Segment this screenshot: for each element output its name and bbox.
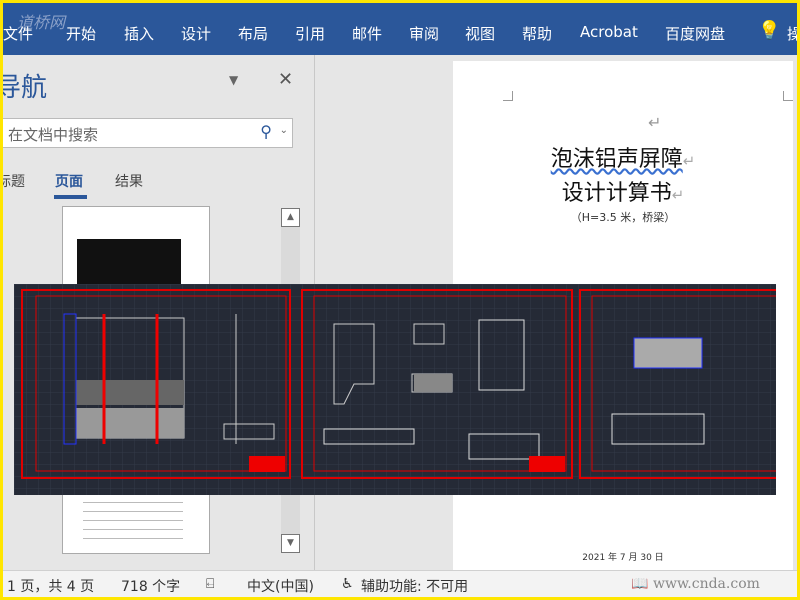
search-input[interactable]: 在文档中搜索 ⚲ ⌄ — [3, 118, 293, 148]
lightbulb-icon[interactable]: 💡 — [758, 20, 781, 41]
margin-mark — [783, 91, 793, 101]
doc-subtitle: （H=3.5 米，桥梁） — [570, 211, 676, 224]
search-placeholder: 在文档中搜索 — [8, 126, 99, 144]
chevron-down-icon[interactable]: ⌄ — [279, 125, 288, 136]
tab-home[interactable]: 开始 — [66, 25, 97, 43]
tab-references[interactable]: 引用 — [295, 25, 326, 43]
tab-review[interactable]: 审阅 — [409, 25, 440, 43]
proofing-icon[interactable]: ⍇ — [206, 576, 215, 592]
tab-help[interactable]: 帮助 — [522, 25, 553, 43]
site-watermark-url: www.cnda.com — [653, 576, 760, 592]
language[interactable]: 中文(中国) — [247, 579, 314, 595]
tab-headings[interactable]: 标题 — [3, 174, 25, 190]
search-icon[interactable]: ⚲ — [260, 122, 272, 141]
margin-mark — [503, 91, 513, 101]
active-tab-indicator — [54, 195, 87, 199]
word-count[interactable]: 718 个字 — [121, 579, 181, 595]
paragraph-mark: ↵ — [648, 113, 662, 132]
tab-view[interactable]: 视图 — [465, 25, 496, 43]
thumbnail-text — [83, 497, 183, 547]
status-bar: 1 页，共 4 页 718 个字 ⍇ 中文(中国) ♿ 辅助功能: 不可用 📖 … — [3, 570, 797, 597]
pane-options-icon[interactable]: ▼ — [229, 73, 239, 87]
doc-title-line1: 泡沫铝声屏障 — [550, 147, 683, 172]
thumbnail-drawing — [77, 239, 181, 289]
close-icon[interactable]: ✕ — [278, 69, 294, 90]
tab-results[interactable]: 结果 — [115, 174, 143, 190]
tab-baidu-netdisk[interactable]: 百度网盘 — [665, 25, 726, 43]
scroll-down-button[interactable]: ▼ — [281, 534, 300, 553]
doc-title-line2: 设计计算书 — [561, 181, 672, 206]
tab-mailings[interactable]: 邮件 — [352, 25, 383, 43]
read-mode-icon[interactable]: 📖 — [631, 576, 649, 592]
tab-file[interactable]: 文件 — [3, 25, 34, 43]
accessibility-icon[interactable]: ♿ — [341, 576, 354, 592]
tab-acrobat[interactable]: Acrobat — [580, 23, 638, 41]
site-watermark: 道桥网 — [17, 13, 66, 32]
page-count[interactable]: 1 页，共 4 页 — [7, 579, 95, 595]
nav-title: 导航 — [3, 73, 48, 103]
cad-drawing-image — [14, 284, 776, 495]
doc-date: 2021 年 7 月 30 日 — [582, 553, 664, 563]
word-window: 道桥网 文件 开始 插入 设计 布局 引用 邮件 审阅 视图 帮助 Acroba… — [3, 3, 797, 597]
tell-me[interactable]: 操 — [787, 25, 797, 43]
ribbon: 道桥网 文件 开始 插入 设计 布局 引用 邮件 审阅 视图 帮助 Acroba… — [3, 3, 797, 55]
tab-insert[interactable]: 插入 — [124, 25, 155, 43]
tab-layout[interactable]: 布局 — [238, 25, 269, 43]
tab-pages[interactable]: 页面 — [55, 174, 83, 190]
tab-design[interactable]: 设计 — [181, 25, 212, 43]
accessibility-status[interactable]: 辅助功能: 不可用 — [361, 579, 469, 595]
scroll-up-button[interactable]: ▲ — [281, 208, 300, 227]
